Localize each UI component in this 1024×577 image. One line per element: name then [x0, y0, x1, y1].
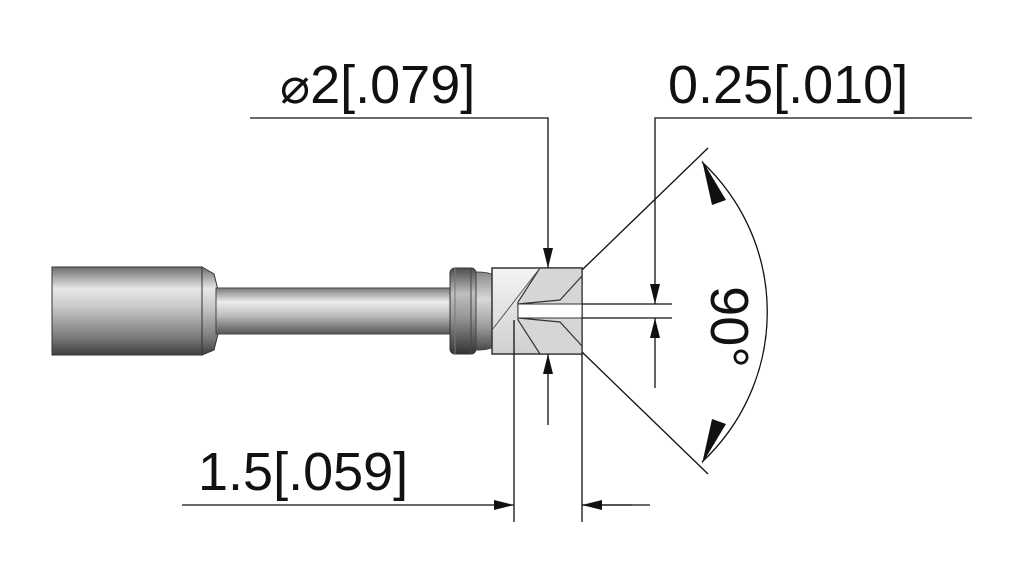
angle-ext-bottom: [581, 351, 709, 475]
angle-arc: [701, 161, 768, 463]
diameter-label: ⌀2[.079]: [280, 58, 475, 112]
angle-arrowheads: [702, 160, 726, 464]
dimension-lines: [182, 117, 972, 522]
angle-arrow-bottom: [702, 419, 726, 464]
angle-ext-top: [581, 147, 709, 271]
gap-label: 0.25[.010]: [668, 55, 909, 115]
v-groove: [517, 275, 583, 347]
ring-collar: [449, 267, 477, 355]
diameter-leader: [250, 117, 553, 268]
depth-label: 1.5[.059]: [198, 442, 409, 502]
gap-leader: [650, 117, 972, 304]
slot-gap: [517, 303, 583, 319]
probe-part: [51, 266, 583, 356]
angle-label: 90°: [698, 286, 759, 368]
shaft: [215, 287, 451, 335]
large-cylinder: [51, 266, 203, 356]
diameter-symbol: ⌀: [280, 58, 311, 114]
diameter-value: 2[.079]: [310, 55, 476, 115]
angle-arrow-top: [702, 160, 726, 205]
